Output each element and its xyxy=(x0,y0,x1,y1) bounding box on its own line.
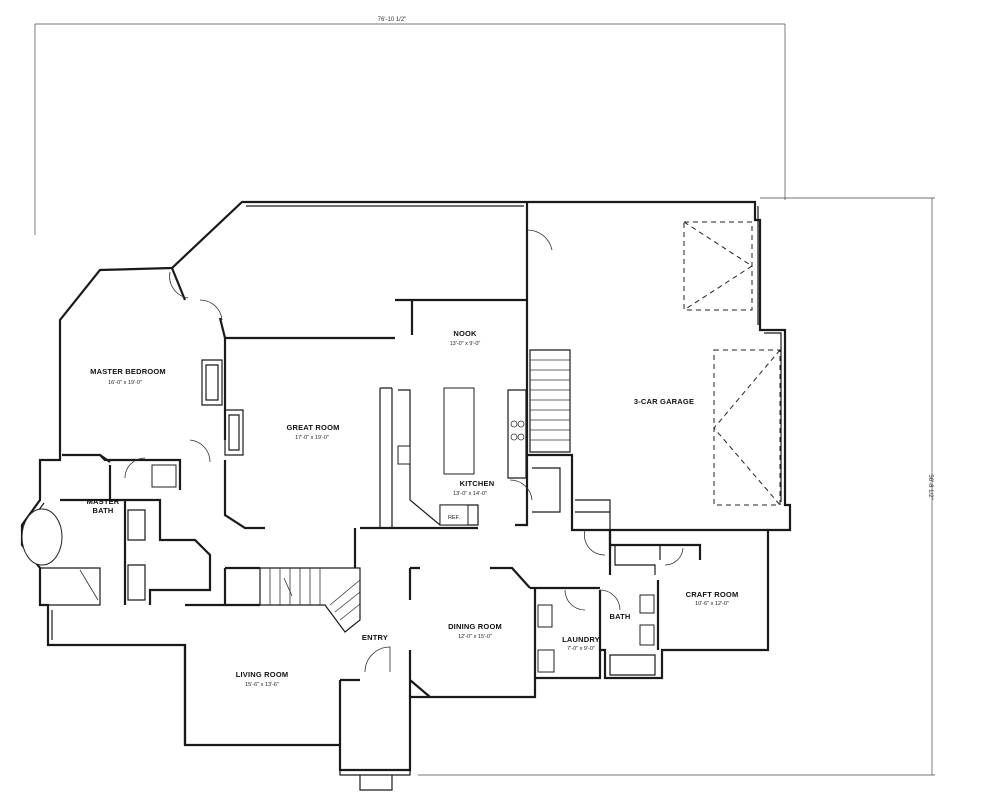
interior-walls xyxy=(21,215,768,791)
dining-room-size: 12'-0" x 15'-0" xyxy=(458,634,492,640)
garage-label: 3-CAR GARAGE xyxy=(634,397,694,406)
laundry-size: 7'-0" x 9'-0" xyxy=(567,646,595,652)
master-bath-label-line2: BATH xyxy=(92,506,113,515)
exterior-walls xyxy=(20,200,792,772)
living-room-size: 15'-6" x 13'-6" xyxy=(245,682,279,688)
entry-label: ENTRY xyxy=(362,633,388,642)
overall-depth-dimension: 56'-8 1/2" xyxy=(927,474,933,499)
laundry-label: LAUNDRY xyxy=(562,635,600,644)
master-bath-label-line1: MASTER xyxy=(87,497,120,506)
great-room-label: GREAT ROOM xyxy=(286,423,339,432)
kitchen-label: KITCHEN xyxy=(460,479,495,488)
great-room-size: 17'-0" x 19'-0" xyxy=(295,435,329,441)
living-room-label: LIVING ROOM xyxy=(236,670,289,679)
master-bedroom-label: MASTER BEDROOM xyxy=(90,367,166,376)
craft-room-label: CRAFT ROOM xyxy=(686,590,739,599)
kitchen-size: 13'-0" x 14'-0" xyxy=(453,491,487,497)
dining-room-label: DINING ROOM xyxy=(448,622,502,631)
dimension-lines xyxy=(34,23,935,776)
nook-size: 13'-0" x 9'-0" xyxy=(450,341,481,347)
craft-room-size: 10'-6" x 12'-0" xyxy=(695,601,729,607)
garage-doors xyxy=(683,221,781,506)
master-bedroom-size: 16'-0" x 19'-0" xyxy=(108,380,142,386)
door-swings xyxy=(124,229,684,673)
refrigerator-label: REF. xyxy=(448,515,460,521)
nook-label: NOOK xyxy=(453,329,477,338)
bath-label: BATH xyxy=(609,612,630,621)
overall-width-dimension: 76'-10 1/2" xyxy=(378,17,407,23)
